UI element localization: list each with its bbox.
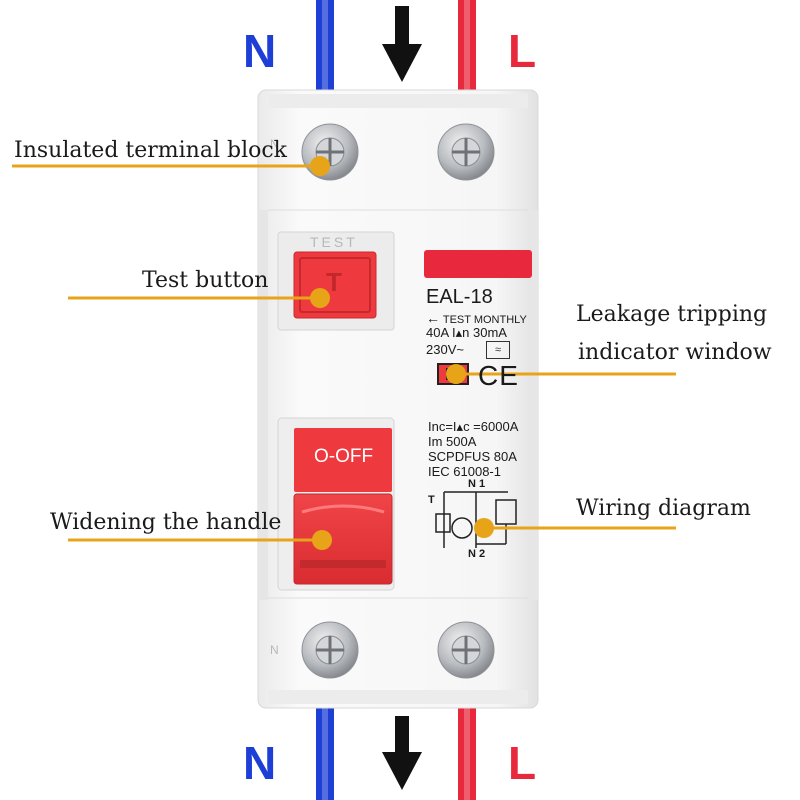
callout-test-button: Test button [142,268,269,293]
spec-line: Inc=I▴c =6000A [428,419,519,434]
test-label: TEST [310,234,358,250]
ce-mark: CE [478,360,519,391]
terminal-screw-top-right [437,123,495,181]
live-wire-top [458,0,476,92]
spec-line: Im 500A [428,433,477,449]
live-label-bottom: L [508,737,537,789]
spec-line: IEC 61008-1 [428,463,501,479]
leader-test-dot [310,288,330,308]
rcd-device [257,89,539,709]
arrow-down-icon [382,716,422,790]
arrow-down-icon [382,6,422,82]
handle-off-label: O-OFF [314,446,374,467]
diagram-t-label: T [428,494,435,506]
leader-terminal-dot [310,156,330,176]
switch-handle-assembly [277,417,395,591]
callout-handle: Widening the handle [50,510,282,535]
callout-leakage-line-2: indicator window [578,340,772,365]
ac-waveform-icon: ≈ [486,341,510,359]
live-wire-bottom [458,708,476,800]
neutral-label-top: N [243,25,277,77]
callout-terminal-block: Insulated terminal block [14,138,288,163]
terminal-mark-top: N [270,137,279,151]
spec-line: SCPDFUS 80A [428,448,517,464]
neutral-label-bottom: N [243,737,277,789]
rating-text: 40A I▴n 30mA [426,325,507,340]
test-monthly: ← TEST MONTHLY [426,310,527,327]
terminal-screw-top-left [301,123,359,181]
diagram-top-label: N 1 [468,478,486,490]
test-button-glyph: T [326,267,342,297]
live-label-top: L [508,25,537,77]
wiring-diagram-schematic [435,491,517,548]
leader-leakage-dot [446,364,466,384]
neutral-wire-bottom [316,708,334,800]
callout-leakage-line-1: Leakage tripping [576,302,768,327]
terminal-mark-bottom: N [270,643,279,657]
model-name: EAL-18 [426,286,493,308]
diagram-bottom-label: N 2 [468,548,486,560]
arrow-left-icon: ← [426,310,440,326]
terminal-screw-bottom-left [301,621,359,679]
leader-handle-dot [312,530,332,550]
terminal-screw-bottom-right [437,621,495,679]
model-band [424,250,532,278]
neutral-wire-top [316,0,334,92]
test-monthly-text: TEST MONTHLY [442,314,527,326]
spec-list: Inc=I▴c =6000A Im 500A SCPDFUS 80A IEC 6… [428,419,519,480]
leader-wiring-dot [474,518,494,538]
voltage-text: 230V~ [426,342,464,357]
callout-wiring-diagram: Wiring diagram [576,496,751,521]
